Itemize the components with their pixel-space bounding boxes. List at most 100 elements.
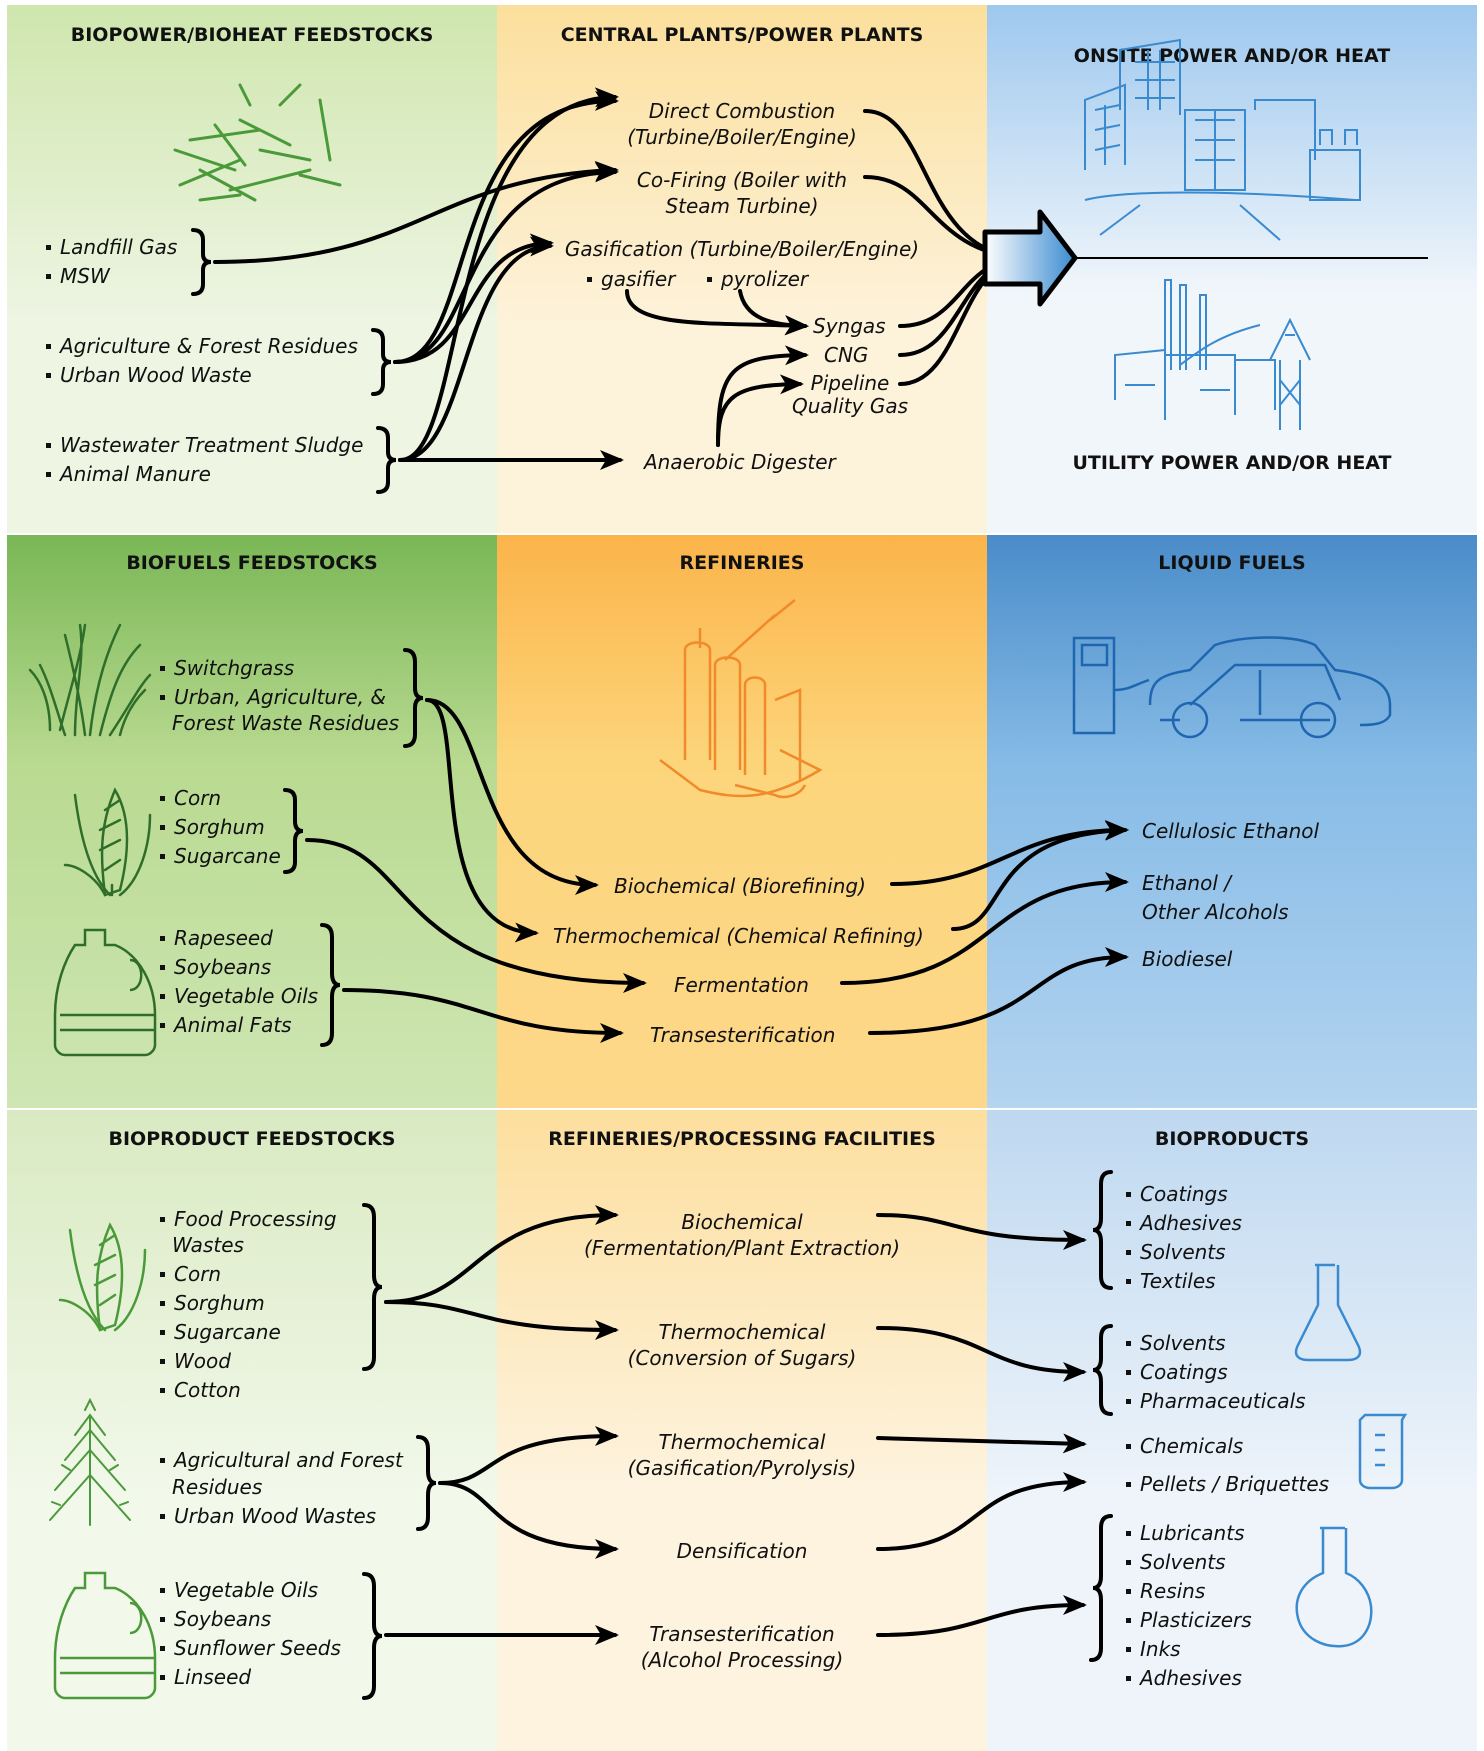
prod3-resins: Resins bbox=[1124, 1578, 1205, 1604]
power-plant-icon bbox=[1114, 279, 1311, 430]
cng-label: CNG bbox=[824, 343, 869, 367]
prod-pellets: Pellets / Briquettes bbox=[1124, 1471, 1329, 1497]
feed-soybeans: Soybeans bbox=[158, 954, 271, 980]
arrow-trans-to-biodiesel bbox=[868, 947, 1129, 1035]
arrow-switch-to-biochem bbox=[425, 698, 599, 895]
header-biofuels-feedstocks: BIOFUELS FEEDSTOCKS bbox=[126, 552, 378, 574]
arrow-landfill-to-cofiring bbox=[213, 160, 619, 264]
feed3-urban-wood: Urban Wood Wastes bbox=[158, 1503, 376, 1529]
prod3-adhesives: Adhesives bbox=[1124, 1665, 1242, 1691]
feed-food-processing: Food Processing bbox=[158, 1206, 337, 1232]
feed-landfill-gas: Landfill Gas bbox=[44, 234, 177, 260]
prod-coatings: Coatings bbox=[1124, 1181, 1228, 1207]
header-central-plants: CENTRAL PLANTS/POWER PLANTS bbox=[560, 24, 924, 46]
corn-icon bbox=[63, 787, 152, 897]
arrow-corn-to-ferment bbox=[305, 838, 647, 993]
gasifier-label: gasifier bbox=[585, 266, 675, 292]
feed-food-wastes: Wastes bbox=[172, 1233, 244, 1257]
brace-ag-residues bbox=[371, 328, 392, 396]
fuel-ethanol-alcohols: Ethanol /Other Alcohols bbox=[1142, 871, 1289, 924]
header-bioproducts: BIOPRODUCTS bbox=[1154, 1128, 1310, 1150]
refinery-biochemical: Biochemical (Biorefining) bbox=[614, 874, 866, 898]
arrow-trans-to-out3 bbox=[876, 1595, 1087, 1637]
feed-urban-ag-forest: Urban, Agriculture, & bbox=[158, 684, 386, 710]
wood-chips-icon bbox=[173, 83, 342, 202]
prod3-plasticizers: Plasticizers bbox=[1124, 1607, 1252, 1633]
feed3-residues: Residues bbox=[172, 1475, 263, 1499]
arrow-rapeseed-to-trans bbox=[342, 988, 624, 1043]
refinery-transesterification: Transesterification bbox=[650, 1023, 836, 1047]
feed-corn: Corn bbox=[158, 785, 221, 811]
feed3-cotton: Cotton bbox=[158, 1377, 241, 1403]
row2-feedstock-panel bbox=[7, 535, 497, 1108]
header-processing-facilities: REFINERIES/PROCESSING FACILITIES bbox=[548, 1128, 936, 1150]
feed-animal-manure: Animal Manure bbox=[44, 461, 211, 487]
anaerobic-digester-label: Anaerobic Digester bbox=[644, 450, 836, 474]
feed-urban-wood-waste: Urban Wood Waste bbox=[44, 362, 252, 388]
arrow-thermo-to-out2 bbox=[876, 1326, 1087, 1382]
pyrolizer-label: pyrolizer bbox=[705, 266, 808, 292]
arrow-switch-to-thermo bbox=[425, 698, 539, 943]
brace-landfill bbox=[191, 228, 212, 296]
row2-liquid-fuels-panel bbox=[987, 535, 1477, 1108]
plant-direct-combustion: Direct Combustion(Turbine/Boiler/Engine) bbox=[627, 99, 857, 149]
refinery-icon bbox=[659, 599, 823, 799]
arrow-gasifier-syngas bbox=[625, 289, 809, 336]
feed-switchgrass: Switchgrass bbox=[158, 655, 294, 681]
brace-out2 bbox=[1092, 1324, 1113, 1416]
switchgrass-icon bbox=[28, 623, 152, 737]
arrow-thermo-to-cell bbox=[951, 820, 1129, 931]
feed-forest-waste-residues: Forest Waste Residues bbox=[172, 711, 400, 735]
row1-plants-panel bbox=[497, 5, 987, 533]
arrow-ag-to-cofiring bbox=[393, 162, 619, 364]
feed-sugarcane: Sugarcane bbox=[158, 843, 281, 869]
proc-thermochem-gasification: Thermochemical(Gasification/Pyrolysis) bbox=[627, 1430, 857, 1480]
arrow-biochem-to-out1 bbox=[876, 1213, 1087, 1250]
header-refineries: REFINERIES bbox=[679, 552, 805, 574]
arrow-food-to-thermo bbox=[384, 1300, 619, 1340]
header-biopower-feedstocks: BIOPOWER/BIOHEAT FEEDSTOCKS bbox=[70, 24, 434, 46]
row1-feedstock-panel bbox=[7, 5, 497, 533]
row3-bioproducts-panel bbox=[987, 1110, 1477, 1751]
header-bioproduct-feedstocks: BIOPRODUCT FEEDSTOCKS bbox=[108, 1128, 396, 1150]
prod-adhesives: Adhesives bbox=[1124, 1210, 1242, 1236]
fuel-cellulosic-ethanol: Cellulosic Ethanol bbox=[1142, 819, 1320, 843]
feed-sorghum: Sorghum bbox=[158, 814, 265, 840]
beaker-icon bbox=[1358, 1413, 1408, 1490]
prod2-solvents: Solvents bbox=[1124, 1330, 1226, 1356]
arrow-digester-pipeline bbox=[716, 374, 804, 447]
feed-ag-forest-residues: Agriculture & Forest Residues bbox=[44, 333, 358, 359]
brace-rapeseed bbox=[320, 923, 341, 1047]
brace-veg-oils bbox=[362, 1572, 383, 1700]
prod2-pharmaceuticals: Pharmaceuticals bbox=[1124, 1388, 1306, 1414]
arrow-ww-to-gasification bbox=[398, 236, 554, 462]
feed-msw: MSW bbox=[44, 263, 110, 289]
arrow-ag-to-direct bbox=[393, 90, 619, 364]
syngas-label: Syngas bbox=[813, 314, 886, 338]
arrow-densif-to-pellets bbox=[876, 1472, 1087, 1551]
prod-chemicals: Chemicals bbox=[1124, 1433, 1243, 1459]
header-utility-power: UTILITY POWER AND/OR HEAT bbox=[1072, 452, 1392, 474]
feed-vegetable-oils: Vegetable Oils bbox=[158, 983, 318, 1009]
big-output-arrow bbox=[982, 209, 1078, 307]
car-fuel-icon bbox=[1072, 636, 1392, 739]
prod3-inks: Inks bbox=[1124, 1636, 1181, 1662]
prod-solvents: Solvents bbox=[1124, 1239, 1226, 1265]
feed3-ag-forest: Agricultural and Forest bbox=[158, 1447, 403, 1473]
feed3-wood: Wood bbox=[158, 1348, 231, 1374]
jug-icon bbox=[53, 928, 157, 1057]
arrow-agres-to-gasif bbox=[438, 1426, 619, 1485]
feed3-vegetable-oils: Vegetable Oils bbox=[158, 1577, 318, 1603]
jug-icon-2 bbox=[53, 1571, 157, 1700]
brace-out1 bbox=[1092, 1170, 1113, 1290]
proc-thermochem-sugars: Thermochemical(Conversion of Sugars) bbox=[627, 1320, 857, 1370]
corn-icon-2 bbox=[58, 1222, 147, 1332]
feed-animal-fats: Animal Fats bbox=[158, 1012, 292, 1038]
feed3-sugarcane: Sugarcane bbox=[158, 1319, 281, 1345]
refinery-fermentation: Fermentation bbox=[674, 973, 809, 997]
plant-gasification: Gasification (Turbine/Boiler/Engine) bbox=[564, 237, 920, 261]
header-liquid-fuels: LIQUID FUELS bbox=[1158, 552, 1306, 574]
arrow-ferment-to-ethanol bbox=[840, 872, 1129, 985]
